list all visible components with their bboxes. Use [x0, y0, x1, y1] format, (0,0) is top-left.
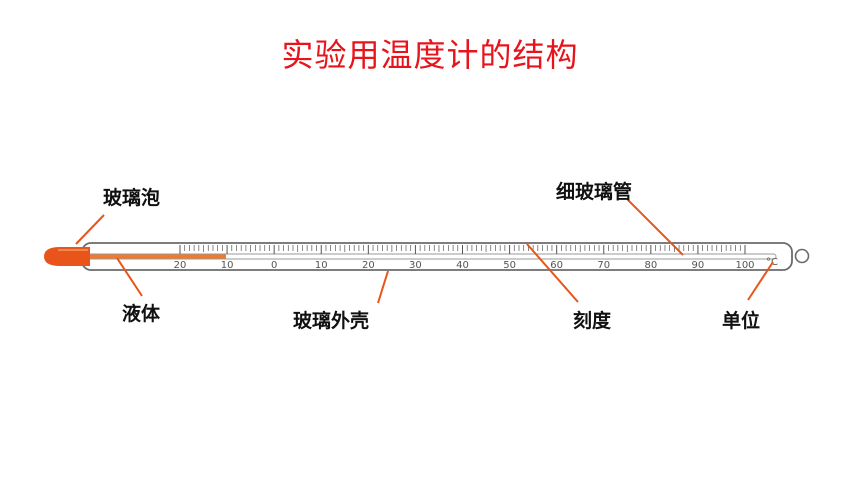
label-liquid: 液体 — [122, 303, 161, 325]
page-title: 实验用温度计的结构 — [281, 36, 579, 74]
scale-number: 60 — [550, 260, 563, 271]
leader-lines — [75, 199, 774, 304]
label-capillary-tube: 细玻璃管 — [556, 181, 633, 203]
scale-number: 10 — [221, 260, 234, 271]
scale-number: 40 — [456, 260, 469, 271]
label-glass-shell: 玻璃外壳 — [293, 310, 370, 332]
leader-liquid — [116, 257, 143, 297]
leader-shell — [377, 270, 389, 304]
scale-number: 90 — [692, 260, 705, 271]
label-scale: 刻度 — [573, 310, 612, 332]
leader-capillary — [627, 199, 684, 256]
scale-number: 10 — [315, 260, 328, 271]
label-unit: 单位 — [722, 310, 761, 332]
leader-scale — [526, 243, 579, 303]
label-glass-bulb: 玻璃泡 — [103, 187, 161, 209]
glass-bulb — [44, 247, 90, 266]
hanging-ring — [794, 248, 810, 264]
scale-number: 20 — [362, 260, 375, 271]
scale-number: 50 — [503, 260, 516, 271]
scale-number: 20 — [174, 260, 187, 271]
scale-number: 100 — [735, 260, 754, 271]
liquid-column — [86, 254, 226, 259]
scale-ticks — [179, 245, 746, 254]
leader-unit — [747, 261, 774, 301]
scale-number: 80 — [644, 260, 657, 271]
scale-number: 30 — [409, 260, 422, 271]
scale-number: 70 — [597, 260, 610, 271]
scale-number: 0 — [271, 260, 277, 271]
leader-bulb — [75, 214, 105, 245]
